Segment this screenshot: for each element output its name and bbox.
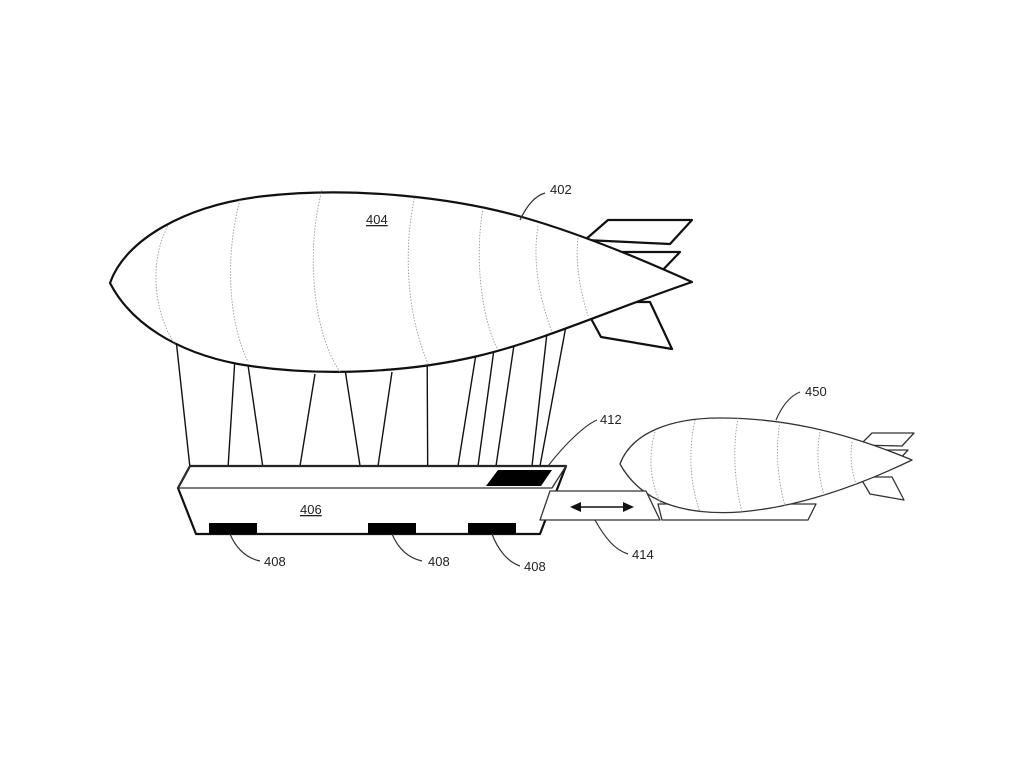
label-bay-left: 408 <box>264 554 286 569</box>
bay-middle-block <box>368 523 416 534</box>
label-shuttle-airship: 450 <box>805 384 827 399</box>
label-transfer: 414 <box>632 547 654 562</box>
shuttle-airship-fin-bottom <box>859 476 905 501</box>
fulfillment-center-rim <box>177 465 567 489</box>
label-bay-middle: 408 <box>428 554 450 569</box>
shuttle-airship <box>619 417 915 521</box>
main-airship-envelope <box>108 191 694 373</box>
transfer-path <box>539 490 661 521</box>
bay-left-block <box>209 523 257 534</box>
main-airship <box>108 189 694 373</box>
shuttle-airship-envelope <box>619 417 913 514</box>
arrowhead-right-icon <box>623 502 634 512</box>
leader-lines <box>229 192 801 567</box>
arrowhead-left-icon <box>570 502 581 512</box>
label-dock: 412 <box>600 412 622 427</box>
dock-block <box>486 470 552 486</box>
label-bay-right: 408 <box>524 559 546 574</box>
main-airship-fin-top <box>583 218 694 246</box>
bay-right-block <box>468 523 516 534</box>
shuttle-airship-gore-lines <box>650 417 857 513</box>
label-fulfillment-center: 406 <box>300 502 322 517</box>
reference-labels: 402 404 412 450 406 408 408 408 414 <box>264 182 827 574</box>
label-envelope: 404 <box>366 212 388 227</box>
fulfillment-center <box>176 464 568 536</box>
main-airship-gore-lines <box>155 189 589 373</box>
label-main-airship: 402 <box>550 182 572 197</box>
transfer-connector <box>539 490 661 521</box>
shuttle-airship-fin-top <box>859 432 915 447</box>
